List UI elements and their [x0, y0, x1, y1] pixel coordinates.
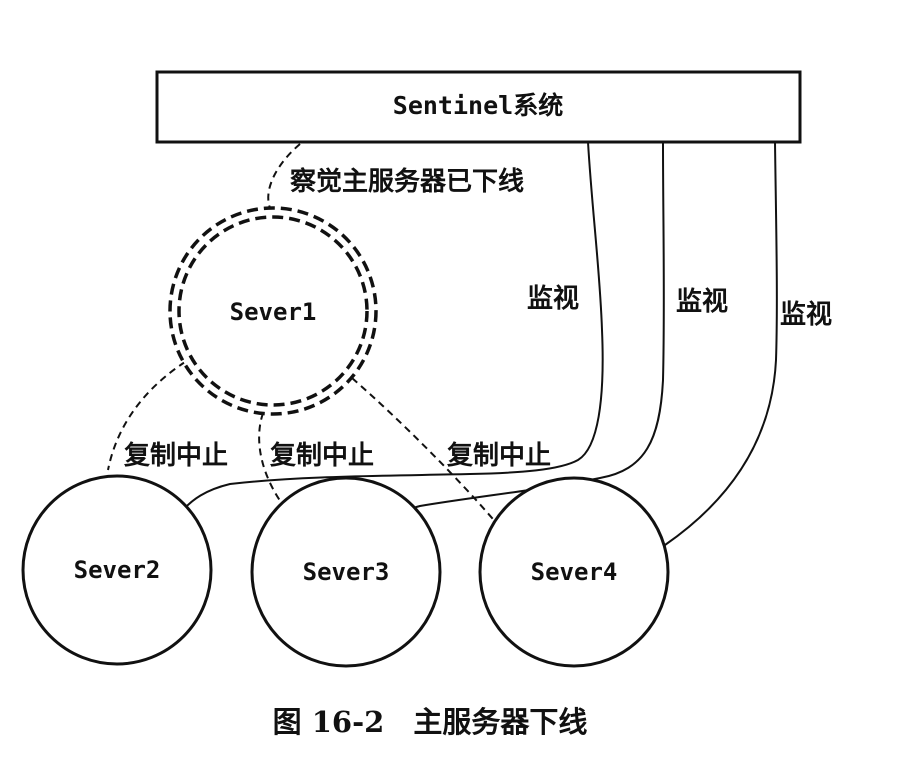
replication-link-sever3 — [258, 401, 284, 506]
sentinel-system-box — [155, 70, 802, 144]
server-node-sever4: Sever4 — [478, 476, 670, 668]
sever1-outer-dashed-ring — [168, 206, 378, 416]
server-node-sever3: Sever3 — [250, 476, 442, 668]
figure-caption: 图 16-2 主服务器下线 — [273, 705, 588, 739]
sever4-circle — [478, 476, 670, 668]
detect-offline-label: 察觉主服务器已下线 — [290, 167, 524, 197]
sever3-label: Sever3 — [303, 558, 390, 586]
monitor-link-sever4 — [664, 141, 778, 546]
sever2-label: Sever2 — [74, 556, 161, 584]
monitor-label-2: 监视 — [676, 287, 728, 317]
sever4-label: Sever4 — [531, 558, 618, 586]
sever2-circle — [21, 474, 213, 666]
monitor-label-1: 监视 — [527, 284, 579, 314]
monitor-link-sever3 — [404, 141, 665, 513]
replication-stop-label-2: 复制中止 — [270, 441, 374, 471]
server-node-sever2: Sever2 — [21, 474, 213, 666]
replication-stop-label-3: 复制中止 — [447, 441, 551, 471]
server-node-sever1: Sever1 — [168, 206, 378, 416]
replication-stop-label-1: 复制中止 — [124, 441, 228, 471]
sever3-circle — [250, 476, 442, 668]
replication-link-sever2 — [107, 361, 186, 471]
monitor-label-3: 监视 — [780, 300, 832, 330]
replication-link-sever4 — [351, 377, 499, 526]
sever1-inner-dashed-ring — [177, 215, 369, 407]
sever1-label: Sever1 — [230, 298, 317, 326]
sentinel-system-label: Sentinel系统 — [393, 91, 563, 120]
monitor-link-sever2 — [182, 141, 604, 511]
